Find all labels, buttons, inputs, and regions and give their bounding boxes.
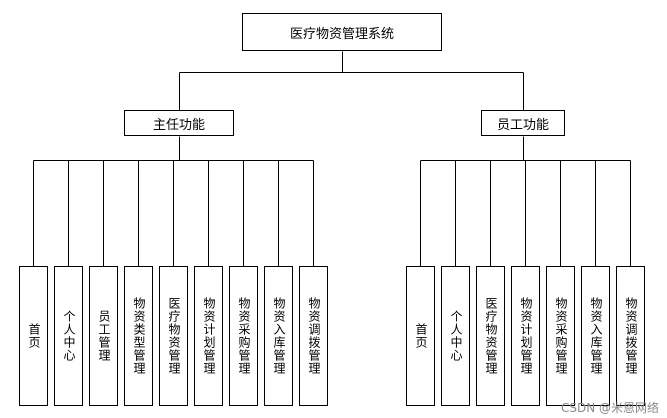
leaf-label: 首页	[414, 323, 428, 349]
leaf-director-medical-supply-management: 医疗物资管理	[159, 266, 188, 406]
group-node-director: 主任功能	[124, 110, 234, 136]
leaf-label: 物资类型管理	[132, 297, 146, 375]
leaf-staff-medical-supply-management: 医疗物资管理	[476, 266, 505, 406]
leaf-staff-supply-purchase-management: 物资采购管理	[546, 266, 575, 406]
leaf-label: 物资调拨管理	[307, 297, 321, 375]
root-node-label: 医疗物资管理系统	[289, 26, 394, 42]
leaf-label: 物资入库管理	[272, 297, 286, 375]
leaf-label: 物资计划管理	[202, 297, 216, 375]
leaf-director-home: 首页	[19, 266, 48, 406]
leaf-label: 物资计划管理	[519, 297, 533, 375]
leaf-label: 物资入库管理	[589, 297, 603, 375]
leaf-staff-supply-transfer-management: 物资调拨管理	[616, 266, 645, 406]
leaf-label: 医疗物资管理	[167, 297, 181, 375]
leaf-label: 首页	[27, 323, 41, 349]
leaf-staff-personal-center: 个人中心	[441, 266, 470, 406]
leaf-label: 物资采购管理	[554, 297, 568, 375]
leaf-label: 员工管理	[97, 310, 111, 362]
leaf-staff-supply-plan-management: 物资计划管理	[511, 266, 540, 406]
leaf-director-staff-management: 员工管理	[89, 266, 118, 406]
group-node-label: 主任功能	[152, 117, 205, 133]
leaf-director-personal-center: 个人中心	[54, 266, 83, 406]
leaf-director-supply-stock-in-management: 物资入库管理	[264, 266, 293, 406]
leaf-staff-supply-stock-in-management: 物资入库管理	[581, 266, 610, 406]
group-node-staff: 员工功能	[481, 110, 565, 136]
group-node-label: 员工功能	[496, 117, 549, 133]
leaf-director-supply-plan-management: 物资计划管理	[194, 266, 223, 406]
leaf-director-supply-purchase-management: 物资采购管理	[229, 266, 258, 406]
leaf-label: 医疗物资管理	[484, 297, 498, 375]
root-node: 医疗物资管理系统	[242, 13, 442, 51]
leaf-staff-home: 首页	[406, 266, 435, 406]
watermark: CSDN @米恩网络	[560, 401, 659, 415]
leaf-label: 物资采购管理	[237, 297, 251, 375]
leaf-label: 个人中心	[449, 310, 463, 362]
leaf-label: 个人中心	[62, 310, 76, 362]
leaf-director-supply-type-management: 物资类型管理	[124, 266, 153, 406]
leaf-label: 物资调拨管理	[624, 297, 638, 375]
leaf-director-supply-transfer-management: 物资调拨管理	[299, 266, 328, 406]
